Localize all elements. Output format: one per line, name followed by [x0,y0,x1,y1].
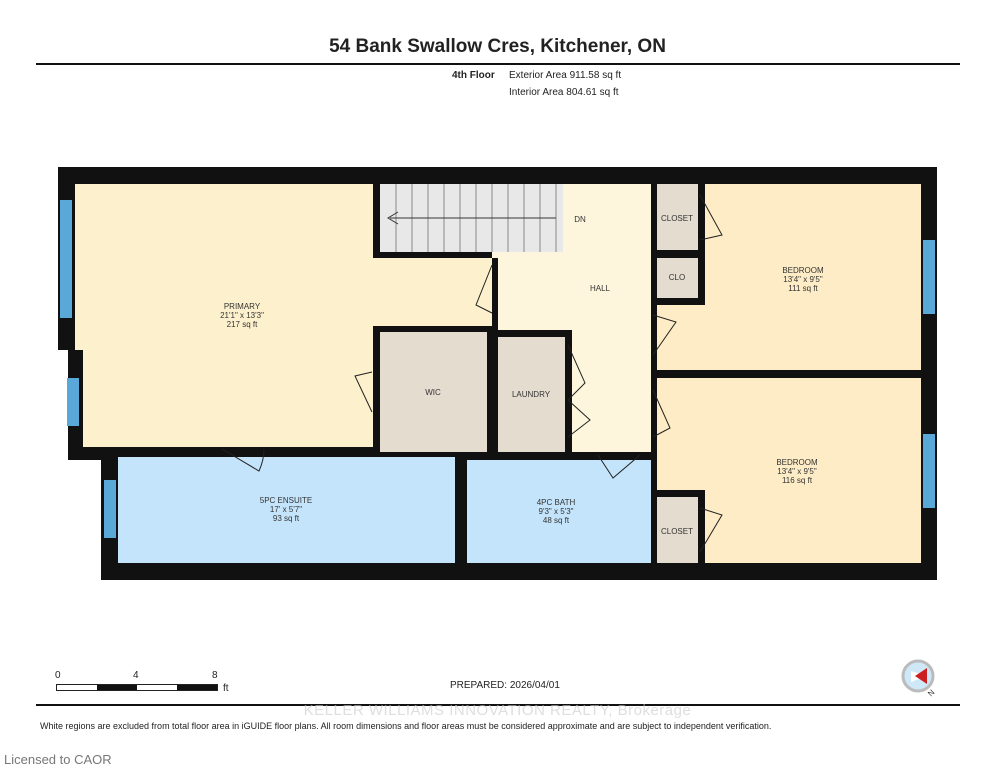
closet-bottom-name: CLOSET [661,527,693,536]
header-divider [36,63,960,65]
compass-north: N [926,688,937,699]
bath-name: 4PC BATH [537,498,576,507]
stair-treads [387,184,557,252]
scale-unit: ft [223,683,229,694]
laundry-name: LAUNDRY [512,390,551,399]
hall-name: HALL [590,284,611,293]
windows [60,200,935,538]
prepared-date: PREPARED: 2026/04/01 [450,680,560,691]
bedroom1-name: BEDROOM [782,266,824,275]
footer-divider [36,704,960,706]
closet-top-name: CLOSET [661,214,693,223]
room-4pc-bath [467,460,651,563]
room-primary [75,184,492,447]
watermark: KELLER WILLIAMS INNOVATION REALTY, Broke… [303,702,692,719]
room-closet-bottom [657,497,698,563]
bedroom1-dims: 13'4" x 9'5" [783,275,823,284]
scale-bar [56,684,218,691]
scale-tick-8: 8 [212,670,218,681]
room-5pc-ensuite [118,457,455,563]
disclaimer: White regions are excluded from total fl… [40,721,772,731]
page-title: 54 Bank Swallow Cres, Kitchener, ON [329,36,666,57]
doors [221,194,723,553]
primary-dims: 21'1" x 13'3" [220,311,264,320]
room-bedroom-1 [657,184,921,370]
bedroom2-area: 116 sq ft [782,476,813,485]
primary-name: PRIMARY [224,302,261,311]
bedroom1-area: 111 sq ft [788,284,818,293]
wic-name: WIC [425,388,441,397]
ensuite-dims: 17' x 5'7" [270,505,302,514]
floor-label: 4th Floor [452,70,495,81]
primary-area: 217 sq ft [227,320,258,329]
bedroom2-name: BEDROOM [776,458,818,467]
exterior-area: Exterior Area 911.58 sq ft [509,70,622,81]
scale-tick-4: 4 [133,670,139,681]
scale-tick-0: 0 [55,670,61,681]
bath-dims: 9'3" x 5'3" [539,507,574,516]
license-text: Licensed to CAOR [4,752,112,767]
room-hall [492,184,651,452]
bedroom2-dims: 13'4" x 9'5" [777,467,817,476]
compass-icon: N [901,659,937,699]
room-closet-top [657,184,698,250]
stairs-label: DN [574,215,586,224]
bath-area: 48 sq ft [543,516,570,525]
interior-area: Interior Area 804.61 sq ft [509,87,619,98]
ensuite-area: 93 sq ft [273,514,300,523]
room-laundry [498,337,565,452]
floor-plan: PRIMARY 21'1" x 13'3" 217 sq ft DN HALL … [58,167,937,580]
room-clo [657,258,698,298]
clo-name: CLO [669,273,685,282]
room-bedroom-2 [657,378,921,563]
room-wic [380,332,487,452]
ensuite-name: 5PC ENSUITE [260,496,312,505]
